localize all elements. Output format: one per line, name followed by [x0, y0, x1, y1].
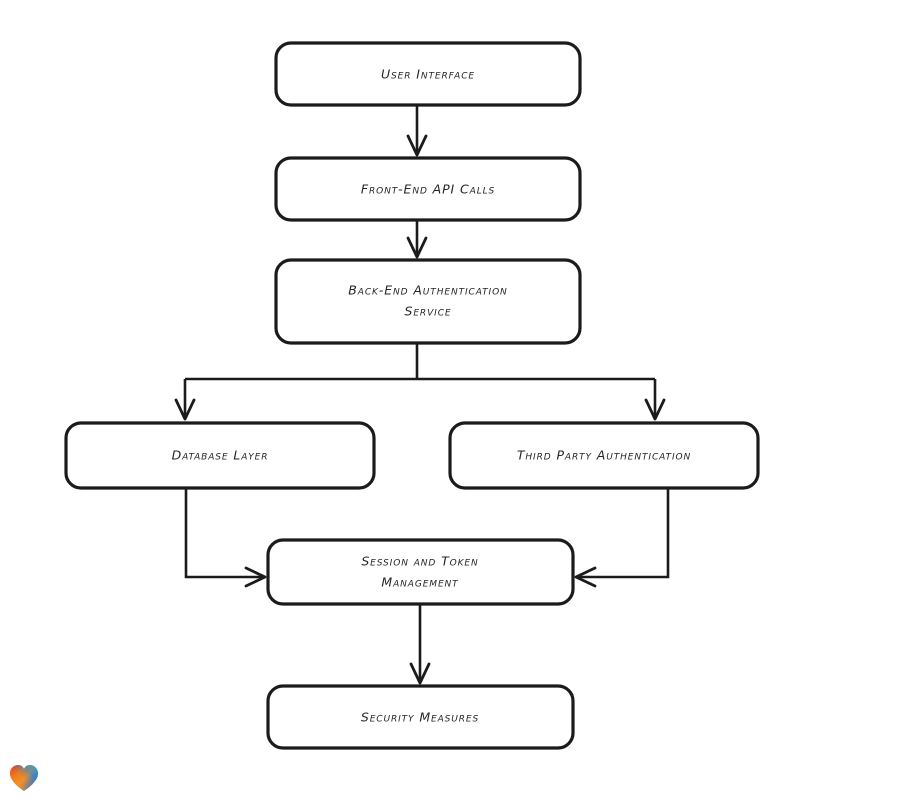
- node-database-layer-label: Database Layer: [172, 448, 269, 463]
- node-session-and-token-management-label-line1: Session and Token: [361, 554, 478, 569]
- node-back-end-authentication-service[interactable]: Back-End Authentication Service: [274, 258, 582, 345]
- node-security-measures-label: Security Measures: [361, 710, 479, 725]
- node-security-measures[interactable]: Security Measures: [266, 684, 575, 750]
- edge-thirdparty-to-session: [574, 488, 670, 588]
- node-third-party-authentication-shape[interactable]: [448, 421, 760, 490]
- node-back-end-authentication-service-label-line2: Service: [405, 304, 452, 319]
- edge-session-to-security: [409, 604, 431, 685]
- edge-backend-split-bus: [185, 343, 655, 381]
- node-user-interface-shape[interactable]: [274, 41, 582, 107]
- node-security-measures-shape[interactable]: [266, 684, 575, 750]
- node-front-end-api-calls-shape[interactable]: [274, 156, 582, 222]
- node-back-end-authentication-service-shape[interactable]: [274, 258, 582, 345]
- edge-ui-to-api: [406, 105, 428, 157]
- edge-layer: [174, 105, 670, 685]
- edge-backend-to-database: [174, 379, 196, 421]
- node-third-party-authentication[interactable]: Third Party Authentication: [448, 421, 760, 490]
- node-session-and-token-management[interactable]: Session and Token Management: [266, 538, 575, 606]
- node-back-end-authentication-service-label-line1: Back-End Authentication: [348, 283, 507, 298]
- node-database-layer-shape[interactable]: [64, 421, 376, 490]
- edge-backend-to-thirdparty: [644, 379, 666, 421]
- node-user-interface-label: User Interface: [381, 67, 475, 82]
- watermark-heart: [8, 762, 42, 794]
- node-user-interface[interactable]: User Interface: [274, 41, 582, 107]
- edge-database-to-session: [184, 488, 267, 588]
- edge-api-to-backend: [406, 220, 428, 259]
- node-third-party-authentication-label: Third Party Authentication: [517, 448, 691, 463]
- node-layer: User Interface Front-End API Calls Back-…: [64, 41, 760, 750]
- node-database-layer[interactable]: Database Layer: [64, 421, 376, 490]
- node-session-and-token-management-label-line2: Management: [381, 575, 459, 590]
- node-front-end-api-calls[interactable]: Front-End API Calls: [274, 156, 582, 222]
- heart-icon: [10, 765, 38, 791]
- node-front-end-api-calls-label: Front-End API Calls: [361, 182, 495, 197]
- node-session-and-token-management-shape[interactable]: [266, 538, 575, 606]
